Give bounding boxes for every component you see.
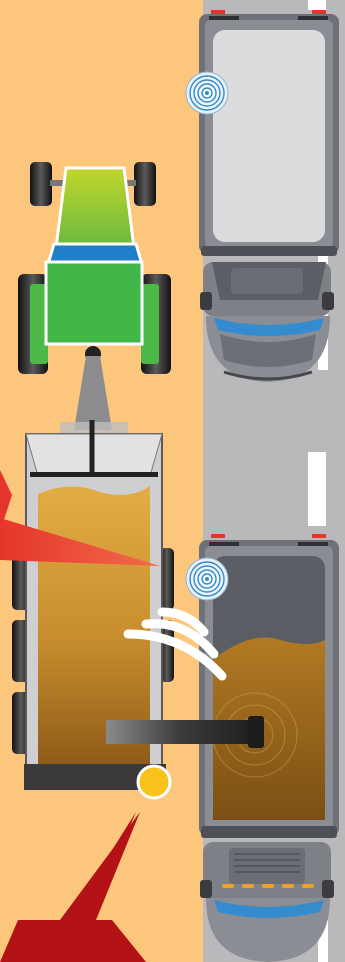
tractor-cab: [46, 262, 142, 344]
rear-wheel-right: [141, 274, 171, 374]
loading-truck: [199, 534, 339, 962]
rear-wheel-left: [18, 274, 48, 374]
empty-truck: [199, 10, 339, 382]
wireless-sensor-icon: [186, 72, 228, 114]
lane-marking: [308, 452, 326, 526]
wireless-sensor-icon: [186, 558, 228, 600]
unloading-auger: [106, 716, 264, 748]
lane-marking: [308, 0, 326, 10]
yellow-indicator: [138, 766, 170, 798]
empty-truck-bed: [213, 30, 325, 242]
